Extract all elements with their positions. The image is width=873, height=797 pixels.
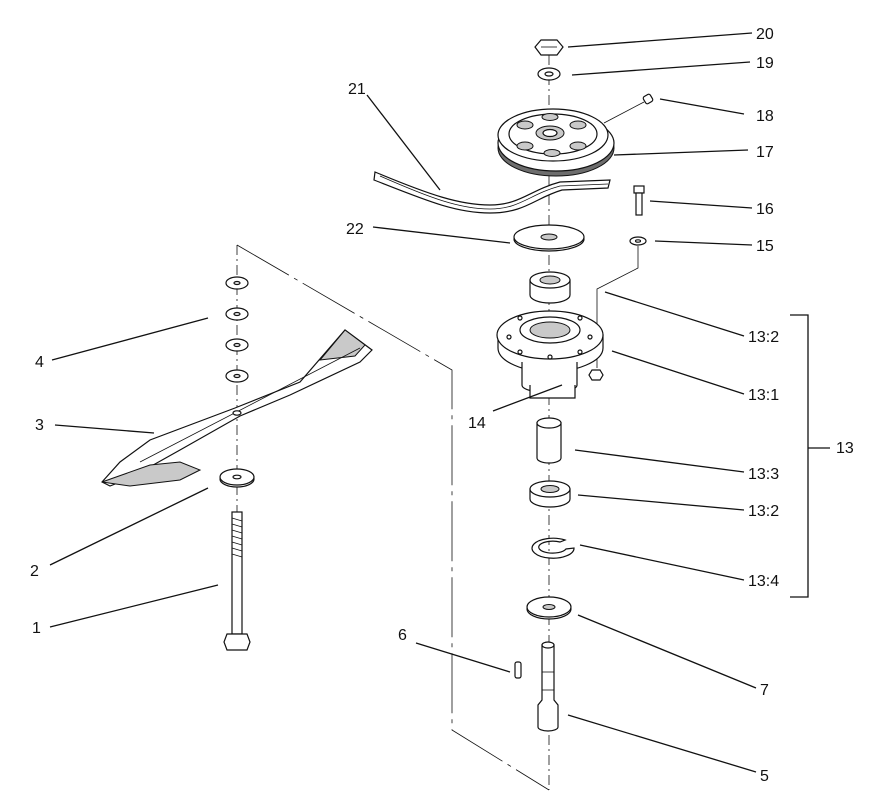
callout-7: 7 (760, 682, 769, 699)
sleeve-part-13-3 (536, 417, 562, 464)
fitting-part-18 (603, 93, 654, 124)
bolt-part-16 (633, 185, 645, 216)
nut-part-20 (534, 39, 564, 56)
callout-17: 17 (756, 144, 774, 161)
spindle-part-5 (537, 641, 559, 732)
leader-lines (49, 32, 830, 773)
washers-part-4 (225, 276, 249, 383)
callout-14: 14 (468, 415, 486, 432)
callout-20: 20 (756, 26, 774, 43)
callout-13-2b: 13:2 (748, 503, 779, 520)
pulley-part-17 (497, 108, 615, 177)
spacer-part-22 (513, 224, 585, 252)
callout-21: 21 (348, 81, 366, 98)
callout-15: 15 (756, 238, 774, 255)
callout-labels: 20191817161513:213:11313:313:213:4756142… (30, 26, 854, 785)
callout-13: 13 (836, 440, 854, 457)
alignment-frame (236, 244, 550, 791)
callout-6: 6 (398, 627, 407, 644)
housing-part-13-1 (496, 310, 604, 394)
key-part-6 (514, 661, 522, 679)
belt-part-21 (373, 171, 611, 214)
callout-3: 3 (35, 417, 44, 434)
part-14 (529, 385, 576, 399)
callout-13-1: 13:1 (748, 387, 779, 404)
callout-1: 1 (32, 620, 41, 637)
callout-19: 19 (756, 55, 774, 72)
washer-part-15 (596, 236, 647, 368)
blade-part-3 (101, 329, 373, 487)
washer-part-2 (219, 468, 255, 488)
callout-13-2a: 13:2 (748, 329, 779, 346)
callout-2: 2 (30, 563, 39, 580)
callout-22: 22 (346, 221, 364, 238)
callout-4: 4 (35, 354, 44, 371)
callout-5: 5 (760, 768, 769, 785)
callout-18: 18 (756, 108, 774, 125)
snap-ring-part-13-4 (531, 537, 575, 559)
callout-13-4: 13:4 (748, 573, 779, 590)
bearing-part-13-2-top (529, 271, 571, 304)
bolt-part-1 (223, 511, 251, 651)
washer-part-7 (526, 596, 572, 620)
callout-13-3: 13:3 (748, 466, 779, 483)
washer-part-19 (537, 67, 561, 81)
callout-16: 16 (756, 201, 774, 218)
bearing-part-13-2-bottom (529, 480, 571, 508)
